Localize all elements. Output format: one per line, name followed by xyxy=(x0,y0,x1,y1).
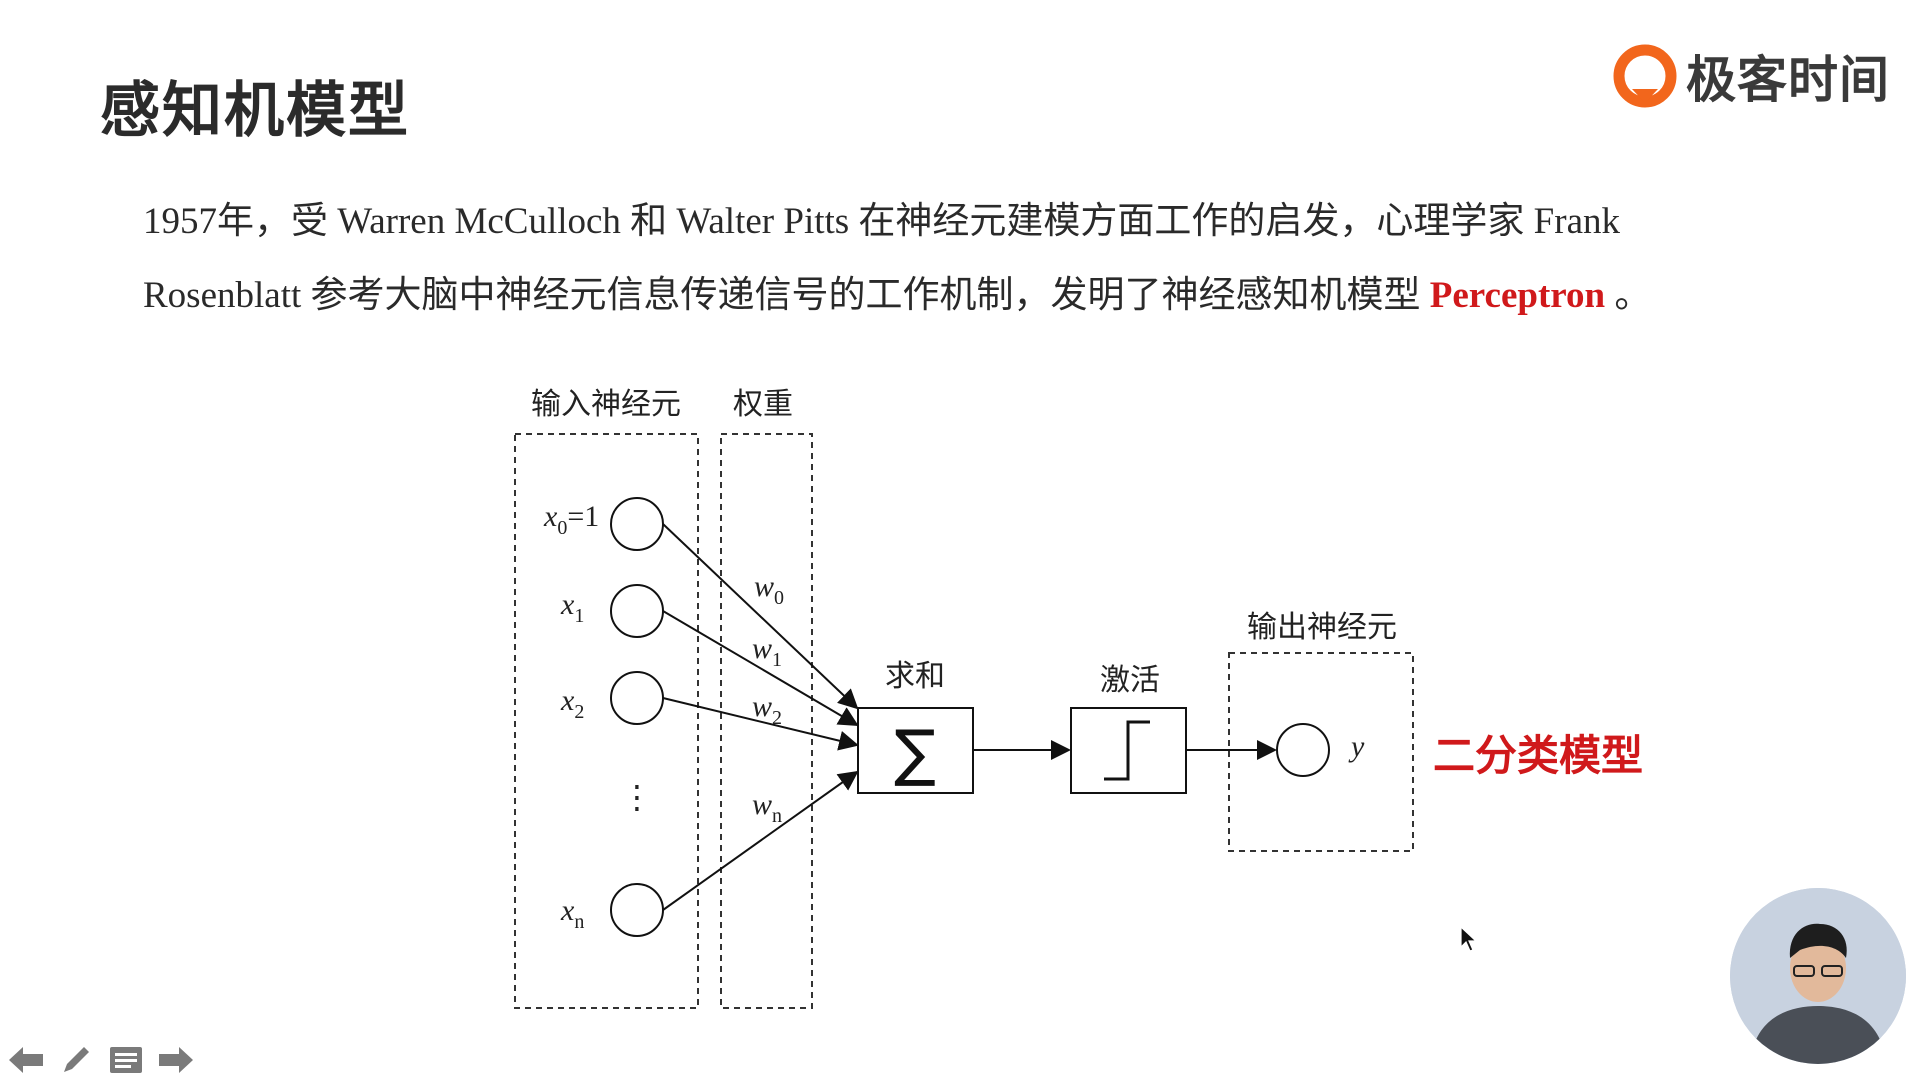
input-label-x0: x0=1 xyxy=(543,500,599,539)
mouse-cursor xyxy=(1460,925,1478,957)
inputs-ellipsis: ⋮ xyxy=(621,778,653,816)
sum-node xyxy=(857,707,974,794)
player-nav xyxy=(6,1040,196,1080)
intro-line-2: Rosenblatt 参考大脑中神经元信息传递信号的工作机制，发明了神经感知机模… xyxy=(143,259,1783,333)
input-label-x1: x1 xyxy=(560,588,584,627)
intro-paragraph: 1957年，受 Warren McCulloch 和 Walter Pitts … xyxy=(143,185,1783,333)
sum-label: 求和 xyxy=(885,659,945,694)
input-label-xn: xn xyxy=(560,894,584,933)
arrow-right-icon xyxy=(159,1047,193,1073)
activation-label: 激活 xyxy=(1100,663,1160,698)
weight-label-w2: w2 xyxy=(752,690,782,729)
menu-icon xyxy=(110,1047,142,1073)
sigma-symbol: ∑ xyxy=(894,716,936,789)
input-neuron xyxy=(610,883,664,937)
intro-line-2-end: 。 xyxy=(1605,275,1652,316)
brand-name: 极客时间 xyxy=(1686,51,1890,109)
output-group-label: 输出神经元 xyxy=(1247,610,1397,645)
input-neuron xyxy=(610,497,664,551)
edge-w0 xyxy=(662,523,859,710)
presenter-webcam xyxy=(1730,888,1906,1064)
input-group-label: 输入神经元 xyxy=(531,387,681,422)
input-neuron xyxy=(610,584,664,638)
next-slide-button[interactable] xyxy=(156,1040,196,1080)
presenter-avatar-icon xyxy=(1730,888,1906,1064)
weight-label-wn: wn xyxy=(752,788,782,827)
slide-title: 感知机模型 xyxy=(100,76,410,146)
prev-slide-button[interactable] xyxy=(6,1040,46,1080)
weight-label-w1: w1 xyxy=(752,632,782,671)
geektime-logo-icon xyxy=(1613,44,1677,108)
pen-icon xyxy=(64,1047,89,1072)
input-neuron xyxy=(610,671,664,725)
binary-classifier-annotation: 二分类模型 xyxy=(1433,731,1644,780)
output-label-y: y xyxy=(1348,730,1365,763)
input-group-box xyxy=(514,433,699,1009)
intro-line-1: 1957年，受 Warren McCulloch 和 Walter Pitts … xyxy=(143,201,1620,242)
brand-logo: 极客时间 xyxy=(1612,40,1890,112)
step-function-icon xyxy=(1104,720,1150,781)
weight-label-w0: w0 xyxy=(754,570,784,609)
output-neuron xyxy=(1276,723,1330,777)
arrow-left-icon xyxy=(9,1047,43,1073)
edge-w2 xyxy=(662,697,859,751)
edge-w1 xyxy=(662,610,859,727)
pen-tool-button[interactable] xyxy=(56,1040,96,1080)
perceptron-highlight: Perceptron xyxy=(1429,275,1606,316)
input-label-x2: x2 xyxy=(560,684,584,723)
weights-group-box xyxy=(720,433,813,1009)
cursor-arrow-icon xyxy=(1460,925,1478,952)
intro-line-2-text: Rosenblatt 参考大脑中神经元信息传递信号的工作机制，发明了神经感知机模… xyxy=(143,275,1430,316)
output-group-box xyxy=(1228,652,1414,852)
slide-menu-button[interactable] xyxy=(106,1040,146,1080)
weights-group-label: 权重 xyxy=(733,387,793,422)
edge-wn xyxy=(662,770,859,911)
